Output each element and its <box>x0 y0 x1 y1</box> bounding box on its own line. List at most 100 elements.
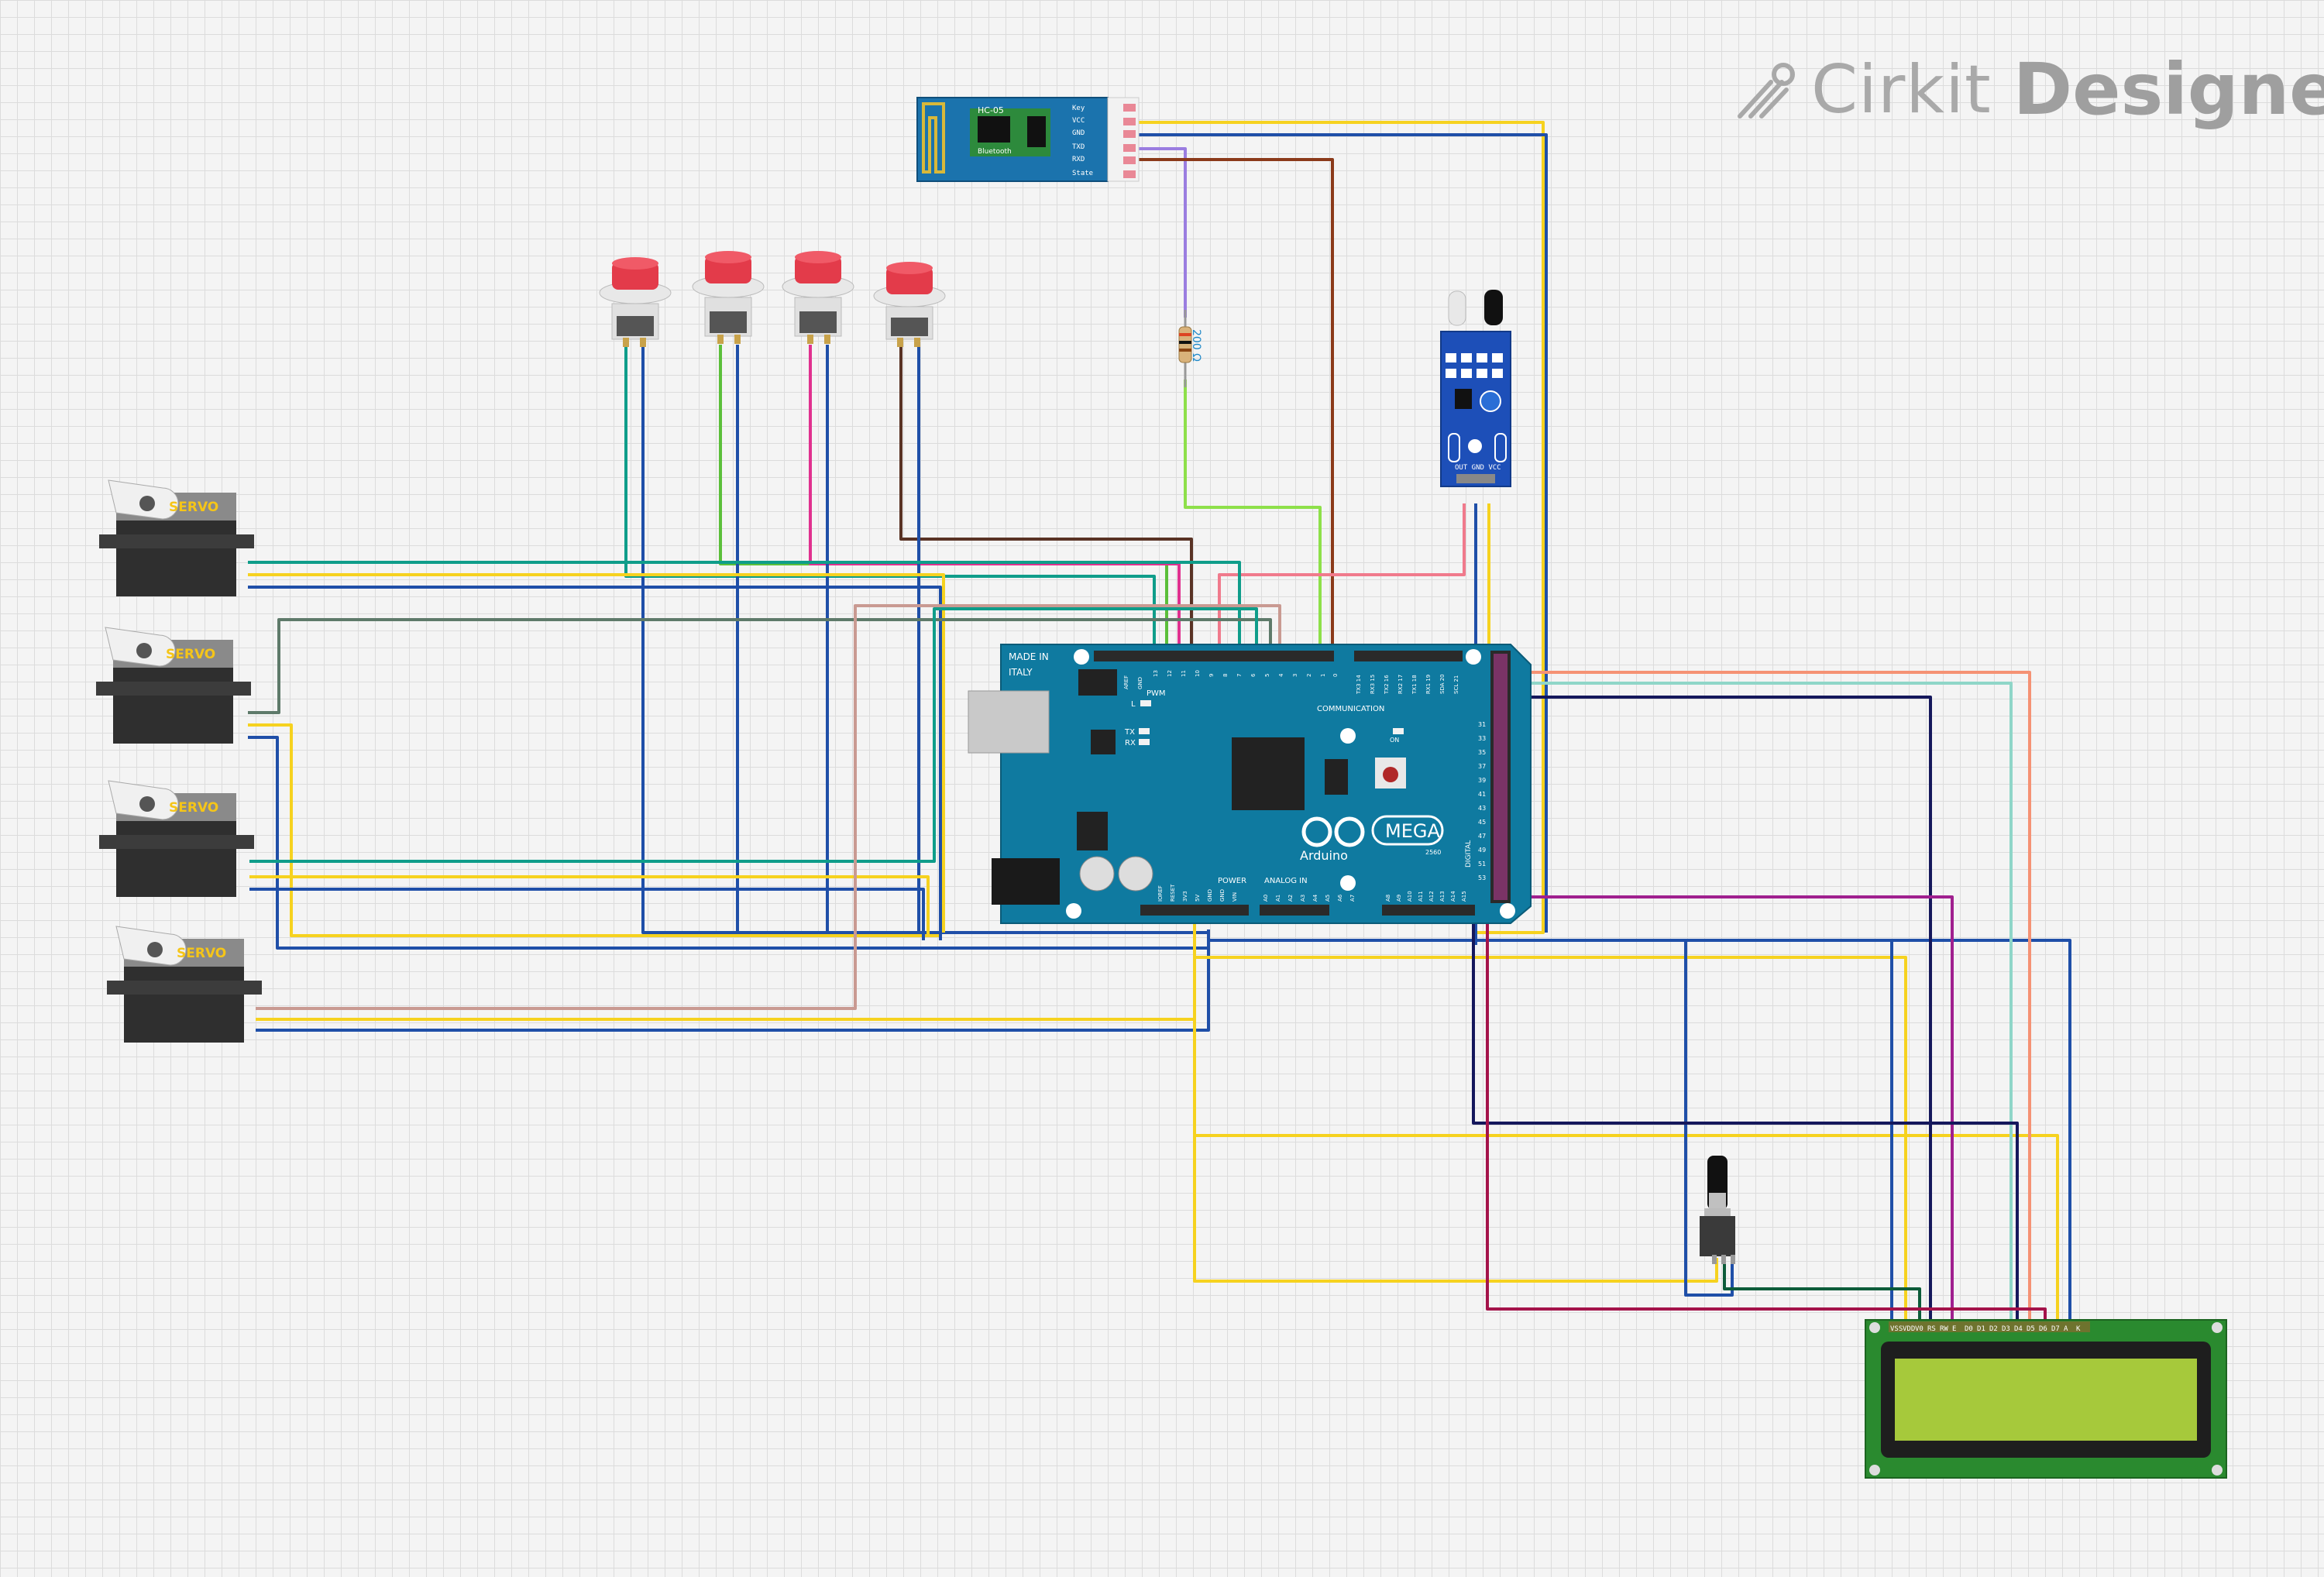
svg-text:State: State <box>1072 170 1093 177</box>
svg-text:K: K <box>2076 1325 2081 1333</box>
wire-servo3-vcc[interactable] <box>249 875 930 936</box>
resistor-200-ohm[interactable]: 200 Ω <box>1178 310 1202 387</box>
l-led-label: L <box>1131 700 1136 709</box>
servo-motor-3[interactable]: SERVO <box>99 780 254 897</box>
svg-text:45: 45 <box>1478 819 1486 826</box>
wire-servo3-signal[interactable] <box>249 607 1258 863</box>
made-in-label: MADE IN <box>1009 651 1049 662</box>
wire-ir-out[interactable] <box>1218 503 1466 658</box>
svg-text:3: 3 <box>1292 674 1298 677</box>
servo-motor-1[interactable]: SERVO <box>99 479 254 596</box>
svg-text:A: A <box>2064 1325 2068 1333</box>
wire-bt-gnd[interactable] <box>1137 133 1548 933</box>
wire-lcd-d7[interactable] <box>1486 775 2047 1326</box>
pushbutton-1[interactable] <box>599 257 672 347</box>
svg-text:1: 1 <box>1320 674 1326 677</box>
servo-motor-4[interactable]: SERVO <box>107 926 262 1043</box>
svg-text:12: 12 <box>1167 670 1173 677</box>
svg-text:10: 10 <box>1195 670 1201 677</box>
svg-text:33: 33 <box>1478 735 1486 742</box>
svg-text:A7: A7 <box>1349 895 1356 902</box>
lcd-16x2-display[interactable]: VSS VDD V0 RS RW E D0 D1 D2 D3 D4 D5 D6 … <box>1865 1319 2227 1479</box>
svg-text:8: 8 <box>1222 674 1229 677</box>
wire-servo1-signal[interactable] <box>248 561 1241 658</box>
wire-servo2-gnd[interactable] <box>248 736 1208 950</box>
pushbutton-4[interactable] <box>873 262 946 347</box>
rx-label: RX <box>1125 739 1136 747</box>
svg-text:53: 53 <box>1478 874 1486 881</box>
ir-pin-labels: OUT GND VCC <box>1455 464 1501 472</box>
svg-text:Key: Key <box>1072 105 1085 112</box>
hc05-pin-labels: Key VCC GND TXD RXD State <box>1072 105 1093 177</box>
svg-text:9: 9 <box>1208 674 1215 677</box>
svg-text:49: 49 <box>1478 847 1486 854</box>
wire-5v-pot[interactable] <box>1193 957 1718 1283</box>
arduino-mega-board[interactable]: MEGA Arduino 2560 MADE IN ITALY PWM COMM… <box>968 644 1532 924</box>
wire-servo2-vcc[interactable] <box>248 723 939 937</box>
wire-btn1-a[interactable] <box>624 345 1156 658</box>
svg-text:D0: D0 <box>1965 1325 1973 1333</box>
svg-text:E: E <box>1952 1325 1956 1333</box>
wire-servo4-gnd[interactable] <box>256 929 1210 1032</box>
wire-lcd-d5[interactable] <box>1503 682 2013 1326</box>
svg-text:GND: GND <box>1137 677 1143 689</box>
svg-text:TX3 14: TX3 14 <box>1356 675 1362 695</box>
hc05-bluetooth-module[interactable]: HC-05 Bluetooth Key VCC GND TXD RXD Stat… <box>916 97 1140 182</box>
potentiometer[interactable] <box>1700 1156 1735 1264</box>
svg-text:5V: 5V <box>1195 895 1201 902</box>
svg-text:D2: D2 <box>1989 1325 1998 1333</box>
tx-label: TX <box>1124 728 1135 737</box>
svg-text:3V3: 3V3 <box>1182 891 1188 902</box>
wire-gnd-pot[interactable] <box>1208 939 1734 1297</box>
svg-text:A0: A0 <box>1263 895 1269 902</box>
wire-gnd-lcd-k[interactable] <box>1686 939 2071 1326</box>
wire-btn4-a[interactable] <box>899 345 1193 658</box>
italy-label: ITALY <box>1009 667 1033 678</box>
svg-text:RESET: RESET <box>1170 884 1176 902</box>
svg-text:A1: A1 <box>1275 895 1281 902</box>
svg-text:A11: A11 <box>1418 891 1424 902</box>
wire-servo2-signal[interactable] <box>248 618 1272 714</box>
svg-text:2: 2 <box>1306 674 1312 677</box>
wire-bt-txd[interactable] <box>1137 147 1187 318</box>
wire-lcd-d4[interactable] <box>1503 671 2031 1326</box>
wire-btn3-a[interactable] <box>809 345 1181 658</box>
svg-text:RX2 17: RX2 17 <box>1397 675 1404 694</box>
svg-text:D3: D3 <box>2002 1325 2010 1333</box>
svg-text:GND: GND <box>1207 889 1213 902</box>
wire-bt-vcc[interactable] <box>1137 121 1545 934</box>
svg-text:AREF: AREF <box>1123 675 1129 689</box>
wire-servo1-vcc[interactable] <box>248 573 945 933</box>
wire-gnd-lcd[interactable] <box>1208 939 1893 1326</box>
pushbutton-3[interactable] <box>782 251 854 344</box>
wire-servo4-signal[interactable] <box>256 604 1281 1010</box>
wire-resistor-out[interactable] <box>1184 380 1322 658</box>
wire-servo4-vcc[interactable] <box>256 914 1196 1021</box>
svg-text:TX2 16: TX2 16 <box>1384 675 1390 695</box>
pushbutton-2[interactable] <box>692 251 765 344</box>
svg-text:6: 6 <box>1250 673 1257 677</box>
wire-bt-rxd[interactable] <box>1137 158 1334 658</box>
power-label: POWER <box>1218 877 1246 885</box>
wire-lcd-d6[interactable] <box>1472 775 2019 1326</box>
svg-text:47: 47 <box>1478 833 1486 840</box>
wire-lcd-e[interactable] <box>1503 895 1954 1326</box>
wire-servo1-gnd[interactable] <box>248 586 942 940</box>
hc05-sub-label: Bluetooth <box>978 148 1012 156</box>
svg-text:TXD: TXD <box>1072 143 1085 151</box>
svg-text:D1: D1 <box>1977 1325 1985 1333</box>
svg-text:A10: A10 <box>1407 891 1413 902</box>
svg-text:RX3 15: RX3 15 <box>1370 675 1376 694</box>
svg-text:A13: A13 <box>1439 891 1446 902</box>
wire-lcd-rs[interactable] <box>1503 696 1932 1326</box>
ir-obstacle-sensor[interactable]: OUT GND VCC <box>1440 290 1511 487</box>
svg-text:5: 5 <box>1264 674 1270 677</box>
wire-5v-lcd-a[interactable] <box>1195 1134 2059 1326</box>
wire-5v-lcd[interactable] <box>1193 929 1907 1326</box>
svg-text:RS: RS <box>1927 1325 1936 1333</box>
wire-btn1-b[interactable] <box>641 345 1208 934</box>
servo-motor-2[interactable]: SERVO <box>96 627 251 744</box>
svg-text:VSS: VSS <box>1890 1325 1903 1333</box>
wire-servo3-gnd[interactable] <box>249 888 925 940</box>
